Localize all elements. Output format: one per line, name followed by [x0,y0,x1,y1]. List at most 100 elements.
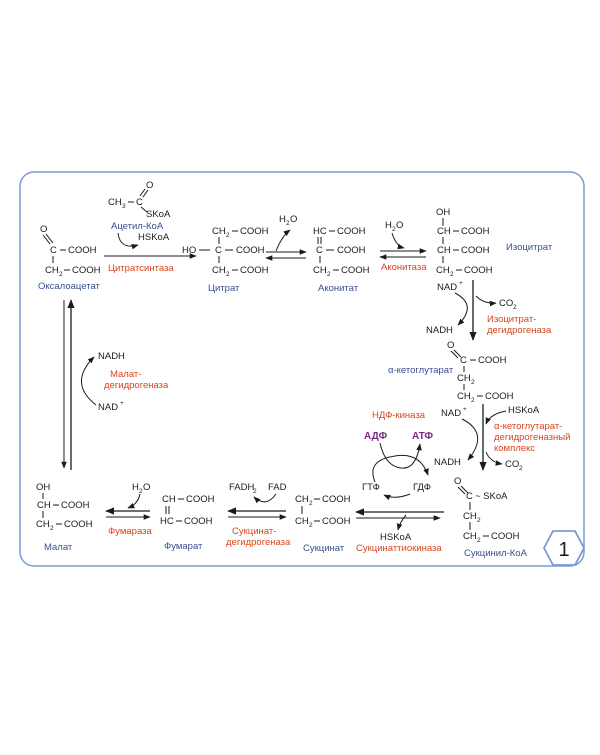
isocitrate-dh-label-1: Изоцитрат- [487,314,536,325]
svg-text:CH: CH [457,391,471,402]
malate-dh-label-1: Малат- [110,369,141,380]
svg-text:COOH: COOH [478,355,507,366]
svg-text:O: O [143,482,150,493]
akg-complex-label-2: дегидрогеназный [494,432,570,443]
svg-text:2: 2 [50,525,54,532]
svg-text:CH: CH [162,494,176,505]
svg-text:C: C [215,245,222,256]
adp-to-atp-curve [379,442,422,469]
svg-text:CH: CH [313,265,327,276]
succinate-label: Сукцинат [303,543,345,554]
svg-text:HO: HO [182,245,196,256]
nad-idh: NAD + [437,280,463,293]
svg-text:2: 2 [477,537,481,544]
svg-text:COOH: COOH [461,245,490,256]
aconitate-structure: HC COOH C COOH CH 2 COOH [313,226,370,278]
fadh2-label: FADH 2 [229,482,257,495]
svg-text:CH: CH [437,245,451,256]
svg-text:2: 2 [226,271,230,278]
svg-text:CH: CH [36,519,50,530]
gtp-label: ГТФ [362,482,380,493]
nadh-mdh: NADH [98,351,125,362]
co2-akg: CO 2 [505,459,523,472]
svg-text:O: O [146,180,153,191]
svg-text:H: H [279,214,286,225]
svg-text:COOH: COOH [186,494,215,505]
succinyl-thiokinase-label: Сукцинаттиокиназа [356,543,442,554]
svg-text:C: C [50,245,57,256]
svg-text:SKoA: SKoA [146,209,171,220]
hskoa-cs: HSKoA [138,232,170,243]
card-frame [19,171,585,567]
oxaloacetate-structure: O C COOH CH 2 COOH [40,224,101,278]
h2o-aconitase-1: H 2 O [279,214,297,227]
nad-reduction-arrow-idh [454,292,468,326]
svg-text:HC: HC [313,226,327,237]
svg-text:2: 2 [471,397,475,404]
gdp-to-gtp-arrow [383,493,411,501]
malate-label: Малат [44,542,73,553]
svg-text:2: 2 [253,488,257,495]
svg-text:CH: CH [437,226,451,237]
svg-text:COOH: COOH [322,494,351,505]
succinate-dh-label-1: Сукцинат- [232,526,276,537]
svg-text:CH: CH [463,531,477,542]
hskoa-release-arrow [396,514,407,531]
svg-text:C: C [460,355,467,366]
svg-text:COOH: COOH [184,516,213,527]
svg-text:2: 2 [392,226,396,233]
succinyl-coa-label: Сукцинил-КоА [464,548,528,559]
fumarase-label: Фумараза [108,526,152,537]
svg-text:COOH: COOH [240,226,269,237]
svg-text:2: 2 [309,500,313,507]
nadh-akg: NADH [434,457,461,468]
svg-text:O: O [396,220,403,231]
svg-text:2: 2 [477,517,481,524]
svg-text:H: H [385,220,392,231]
hskoa-stk: HSKoA [380,532,412,543]
svg-text:1: 1 [558,539,569,561]
svg-text:CH: CH [463,511,477,522]
svg-text:C: C [316,245,323,256]
svg-text:COOH: COOH [72,265,101,276]
fumarate-label: Фумарат [164,541,203,552]
fad-reduction-arrow [253,493,277,504]
svg-text:NAD: NAD [437,282,457,293]
svg-text:+: + [463,406,467,413]
svg-text:OH: OH [436,207,450,218]
svg-text:2: 2 [513,304,517,311]
acetyl-coa-entry-arrow [117,232,139,250]
isocitrate-label: Изоцитрат [506,242,553,253]
svg-text:COOH: COOH [337,245,366,256]
svg-text:~ SKoA: ~ SKoA [475,491,508,502]
atp-label: АТФ [412,431,433,442]
ndp-kinase-label: НДФ-киназа [372,410,426,421]
svg-text:NAD: NAD [98,402,118,413]
svg-text:O: O [290,214,297,225]
svg-text:CH: CH [295,494,309,505]
svg-text:COOH: COOH [64,519,93,530]
svg-text:COOH: COOH [337,226,366,237]
svg-text:2: 2 [59,271,63,278]
acetyl-coa-structure: CH 3 C O SKoA [108,180,171,220]
co2-release-arrow-akg [485,451,503,466]
svg-text:CH: CH [295,516,309,527]
svg-text:CO: CO [505,459,519,470]
svg-text:HC: HC [160,516,174,527]
svg-text:2: 2 [519,465,523,472]
oxaloacetate-label: Оксалоацетат [38,281,101,292]
svg-text:2: 2 [471,379,475,386]
hskoa-uptake-arrow [485,410,507,425]
svg-text:2: 2 [139,488,143,495]
isocitrate-structure: OH CH COOH CH COOH CH 2 COOH [436,207,493,278]
malate-structure: OH CH COOH CH 2 COOH [36,482,93,532]
svg-text:FADH: FADH [229,482,254,493]
alpha-ketoglutarate-structure: O C COOH CH 2 CH 2 COOH [447,340,514,404]
akg-complex-label-1: α-кетоглутарат- [494,421,562,432]
svg-text:CH: CH [436,265,450,276]
svg-text:CH: CH [37,500,51,511]
svg-text:C: C [466,491,473,502]
svg-text:NAD: NAD [441,408,461,419]
